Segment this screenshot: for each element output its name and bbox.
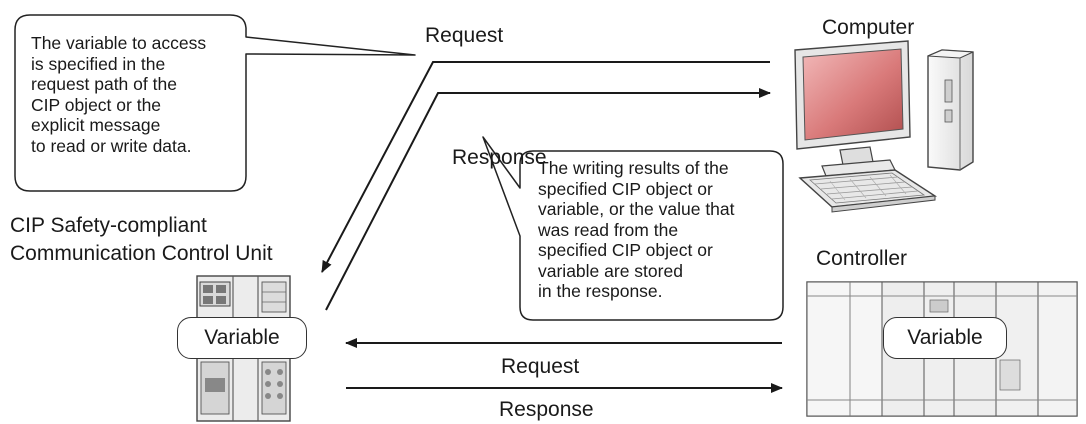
callout-left-line-6: to read or write data. (31, 135, 192, 156)
callout-left-text: The variable to access is specified in t… (31, 33, 206, 156)
response-bottom-label: Response (499, 398, 594, 421)
request-top-label: Request (425, 24, 504, 47)
callout-right-line-1: The writing results of the (538, 158, 729, 178)
callout-right-bubble (482, 136, 784, 321)
callout-right-line-2: specified CIP object or (538, 178, 713, 199)
computer-label: Computer (822, 16, 915, 39)
callout-left-line-1: The variable to access (31, 33, 207, 53)
variable-box-unit: Variable (177, 317, 307, 359)
callout-left-line-3: request path of the (31, 74, 177, 94)
callout-left-line-5: explicit message (31, 115, 161, 135)
unit-label-line-1: CIP Safety-compliant (10, 214, 207, 237)
unit-label-line-2: Communication Control Unit (10, 242, 273, 265)
callout-left-line-4: CIP object or the (31, 94, 162, 115)
variable-box-controller: Variable (883, 317, 1007, 359)
controller-label: Controller (816, 247, 908, 270)
computer-icon (794, 40, 974, 213)
callout-left-bubble (14, 14, 416, 192)
callout-right-line-5: specified CIP object or (538, 240, 713, 260)
callout-right-line-6: variable are stored (538, 260, 683, 281)
callout-right-line-4: was read from the (538, 219, 679, 240)
response-arrow-top (325, 88, 771, 311)
callout-right-line-7: in the response. (538, 281, 663, 301)
callout-right-line-3: variable, or the value that (538, 199, 735, 219)
request-bottom-label: Request (501, 355, 580, 378)
response-top-label: Response (452, 146, 547, 169)
request-arrow-top (321, 61, 770, 273)
callout-right-text: The writing results of the specified CIP… (538, 158, 735, 302)
callout-left-line-2: is specified in the (31, 53, 166, 74)
